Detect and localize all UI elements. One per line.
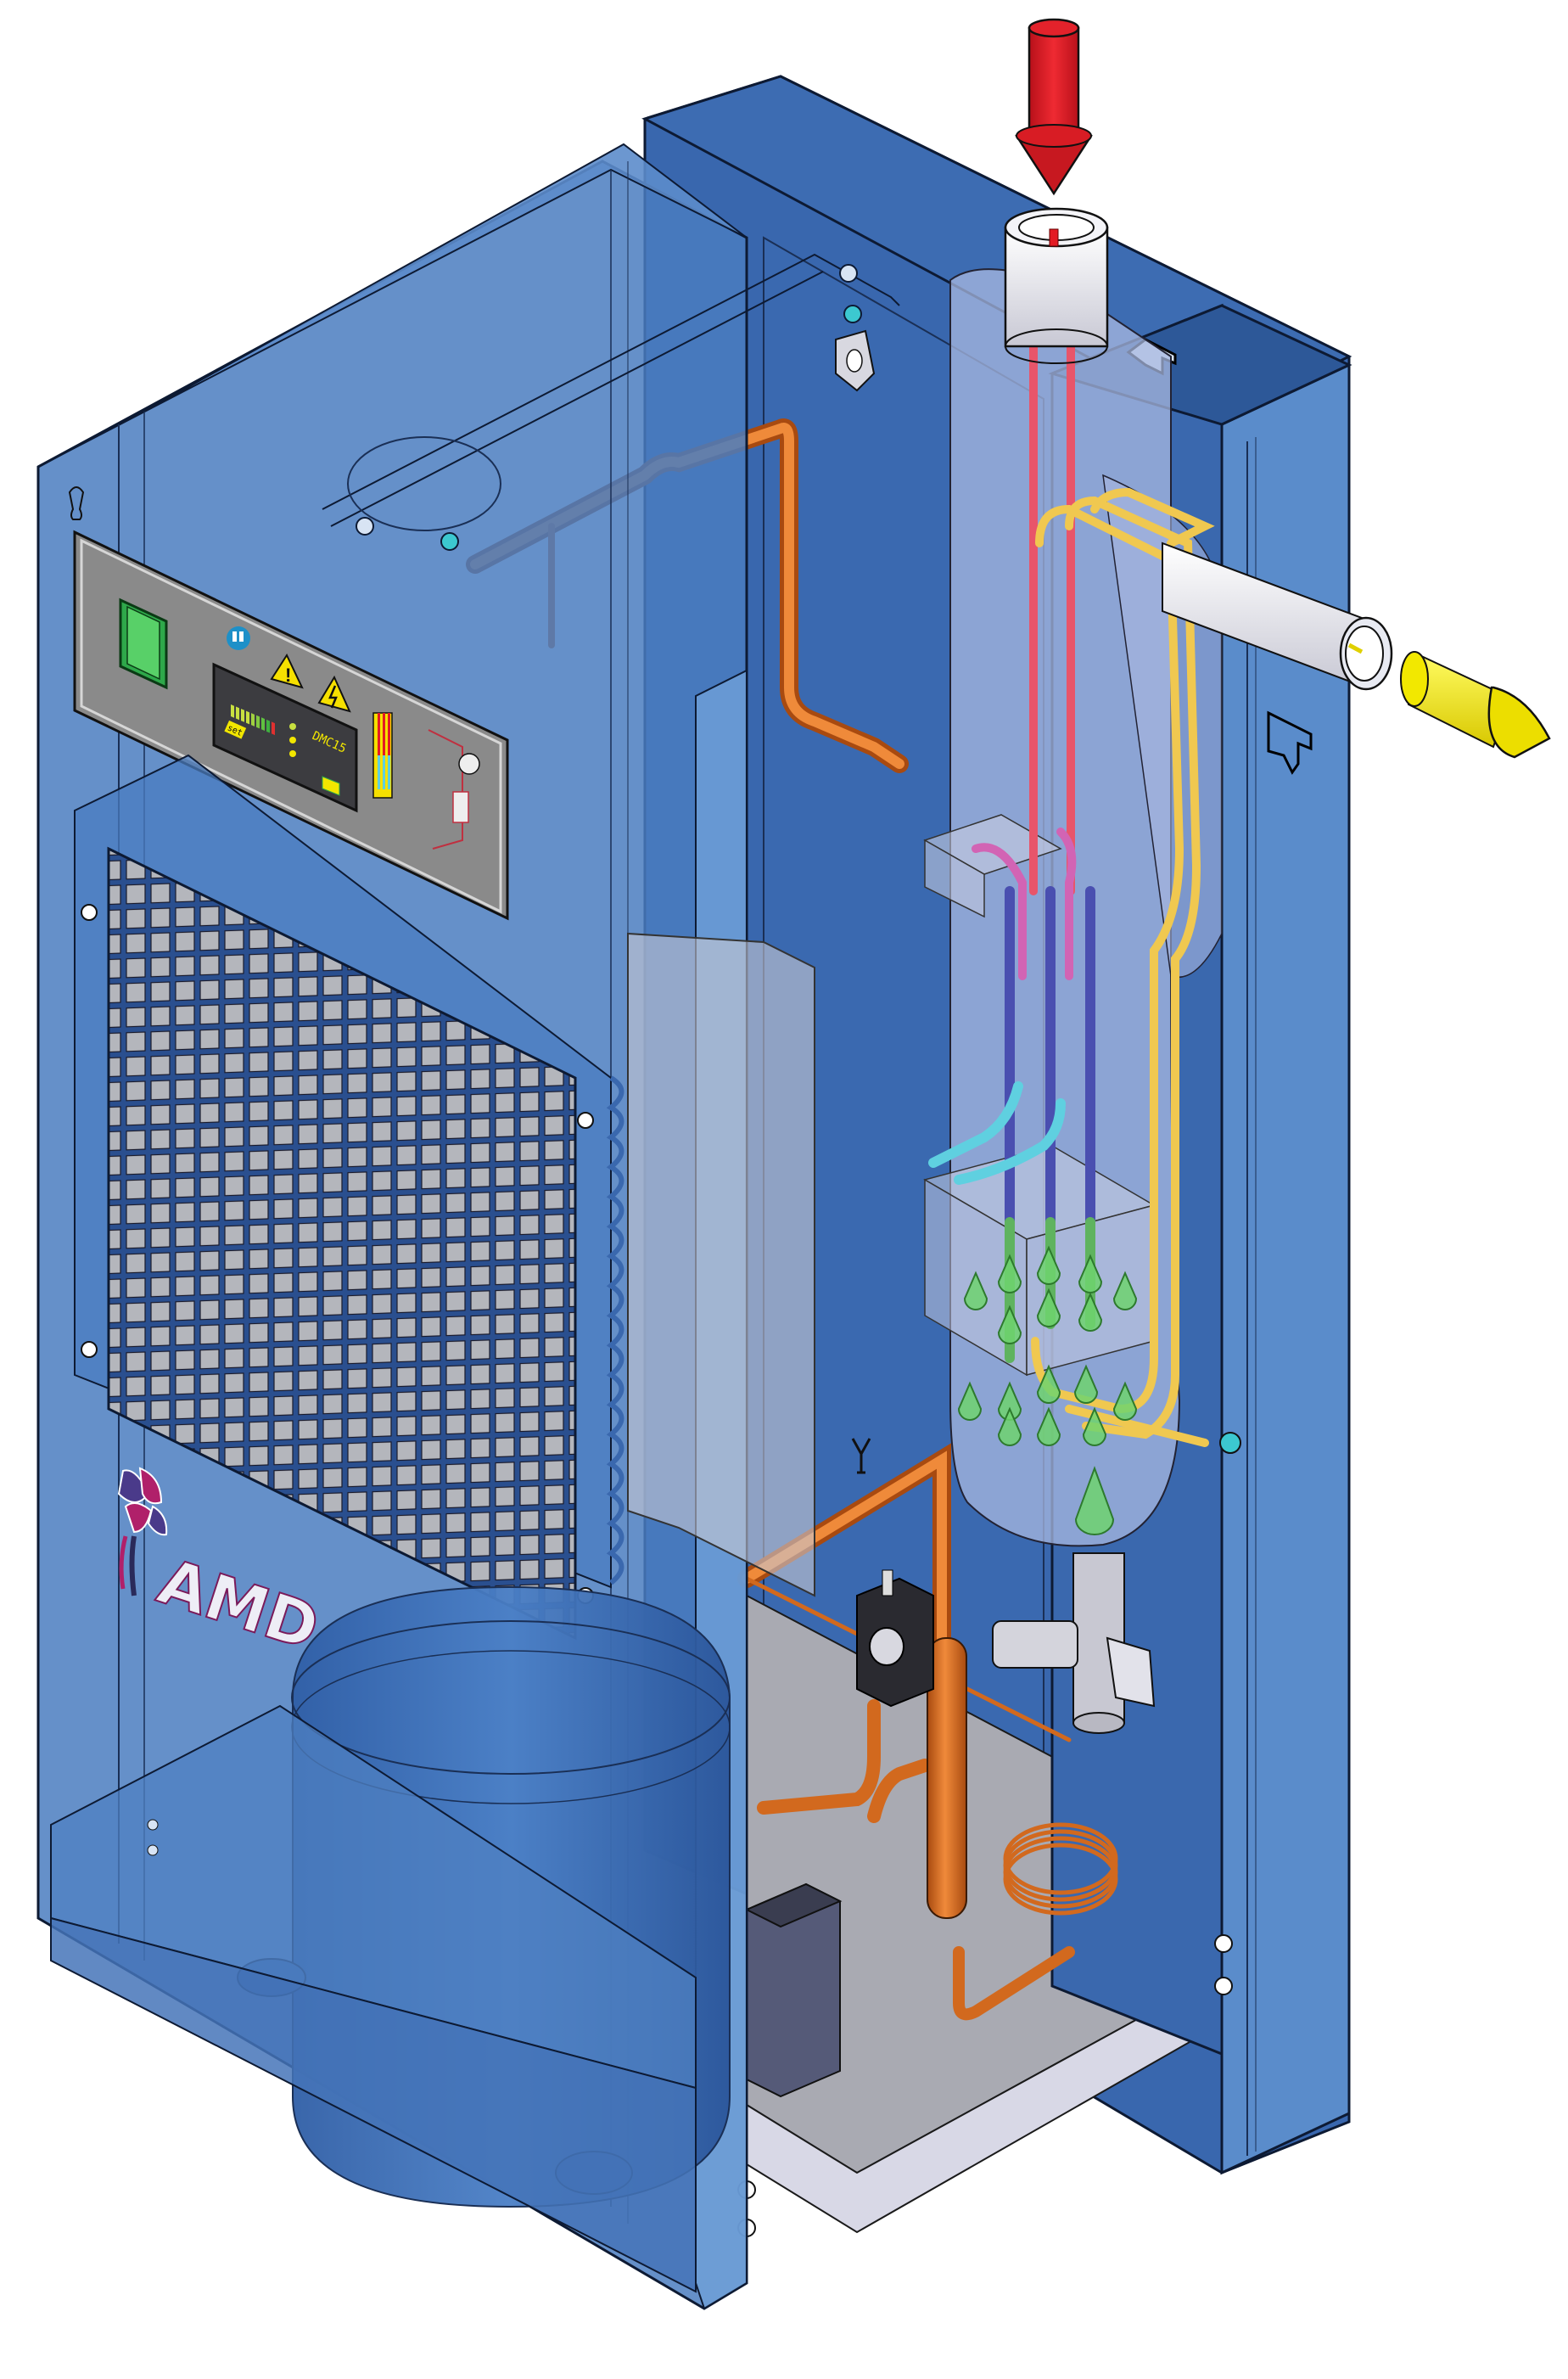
evaporator-housing [627,932,815,1597]
outlet-flow-arrow-icon [1400,651,1551,759]
cabinet-top-frame [322,253,900,551]
condensate-droplets [957,1245,1138,1535]
capillary-tube-coil [1003,1822,1118,1916]
fan-motor [744,1882,843,2098]
base-tray [50,1704,697,2293]
air-inlet-connection [1004,207,1109,364]
solenoid-valve [856,1569,934,1708]
lifting-eye [835,329,876,392]
general-warning-icon: ! [270,653,304,689]
electrical-hazard-icon [317,675,351,713]
filter-drier [927,1637,967,1919]
air-outlet-connection [1162,541,1393,691]
outlet-port-marker-icon [1267,710,1313,775]
condenser-coil [606,1075,624,1585]
manual-info-icon [227,626,250,650]
controller-display: set DMC15 [212,662,358,813]
drain-marker-icon [851,1438,871,1474]
process-schematic-icon [372,712,480,850]
inlet-flow-arrow-icon [1015,18,1093,196]
brand-logo-mark-icon [117,1467,168,1596]
condensate-drain-valve [992,1552,1156,1734]
power-switch[interactable] [119,598,168,690]
svg-text:!: ! [285,665,291,686]
